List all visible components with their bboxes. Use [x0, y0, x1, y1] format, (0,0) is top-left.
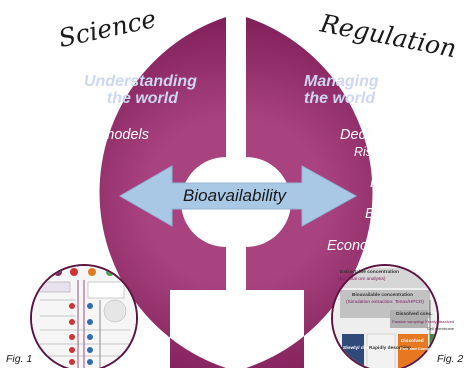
inset-cell-membrane: Cell membrane	[427, 326, 455, 331]
bioavailability-label: Bioavailability	[183, 186, 286, 205]
inset-bioavailable-sub: (Simulation extraction: Tenax/HPCD)	[346, 300, 425, 305]
inset-dissolved: Dissolved conc.	[396, 312, 433, 317]
science-item-definitions: Definitions	[23, 162, 91, 178]
inset-bioavailable: Bioavailable concentration	[352, 293, 414, 298]
inset-rapidly: Rapidly desorbing	[369, 346, 411, 351]
figure-1-caption: Fig. 1	[6, 353, 33, 365]
science-subtitle-line1: Understanding	[84, 73, 197, 90]
risks-prefix: Risks	[354, 145, 389, 159]
regulation-item-responsibility: Responsibility	[370, 175, 460, 191]
inset-dissolved-box-sub: Free and Complexed dissolved	[400, 346, 459, 351]
science-inset-figure	[30, 264, 138, 368]
science-item-uncertainty: Uncertainty	[29, 228, 103, 244]
science-subtitle: Understanding the world	[84, 73, 197, 107]
inset-slowly: Slowly/ desorbing	[343, 346, 385, 351]
risks-no: no	[412, 145, 428, 159]
risks-yes: yes	[388, 145, 409, 159]
science-item-methods: Methods	[23, 195, 79, 211]
regulation-risks-line: Risks yes/no	[354, 145, 428, 159]
regulation-subtitle-line2: the world	[304, 90, 376, 107]
inset-top-sub: (Ex: total ore analysis)	[338, 277, 386, 282]
inset-dissolved-sub: Passive sampling/ Freely dissolved	[392, 319, 455, 324]
inset-top-label: Extractable concentration	[340, 270, 399, 275]
inset-dissolved-box: Dissolved	[401, 339, 424, 344]
risks-slash: /	[408, 145, 413, 159]
regulation-inset-figure	[331, 264, 439, 368]
figure-2-caption: Fig. 2	[437, 353, 464, 365]
bioavailability-arrow	[118, 165, 358, 227]
science-subtitle-line2: the world	[106, 90, 178, 107]
regulation-subtitle: Managing the world	[304, 73, 379, 107]
regulation-subtitle-line1: Managing	[304, 73, 379, 90]
regulation-item-equal-treatment: Equal treatment	[365, 206, 468, 222]
regulation-item-decision: Decision making	[340, 127, 447, 143]
science-item-concepts: Concepts/models	[37, 127, 150, 143]
regulation-item-economic: Economic feasibility	[327, 238, 455, 254]
